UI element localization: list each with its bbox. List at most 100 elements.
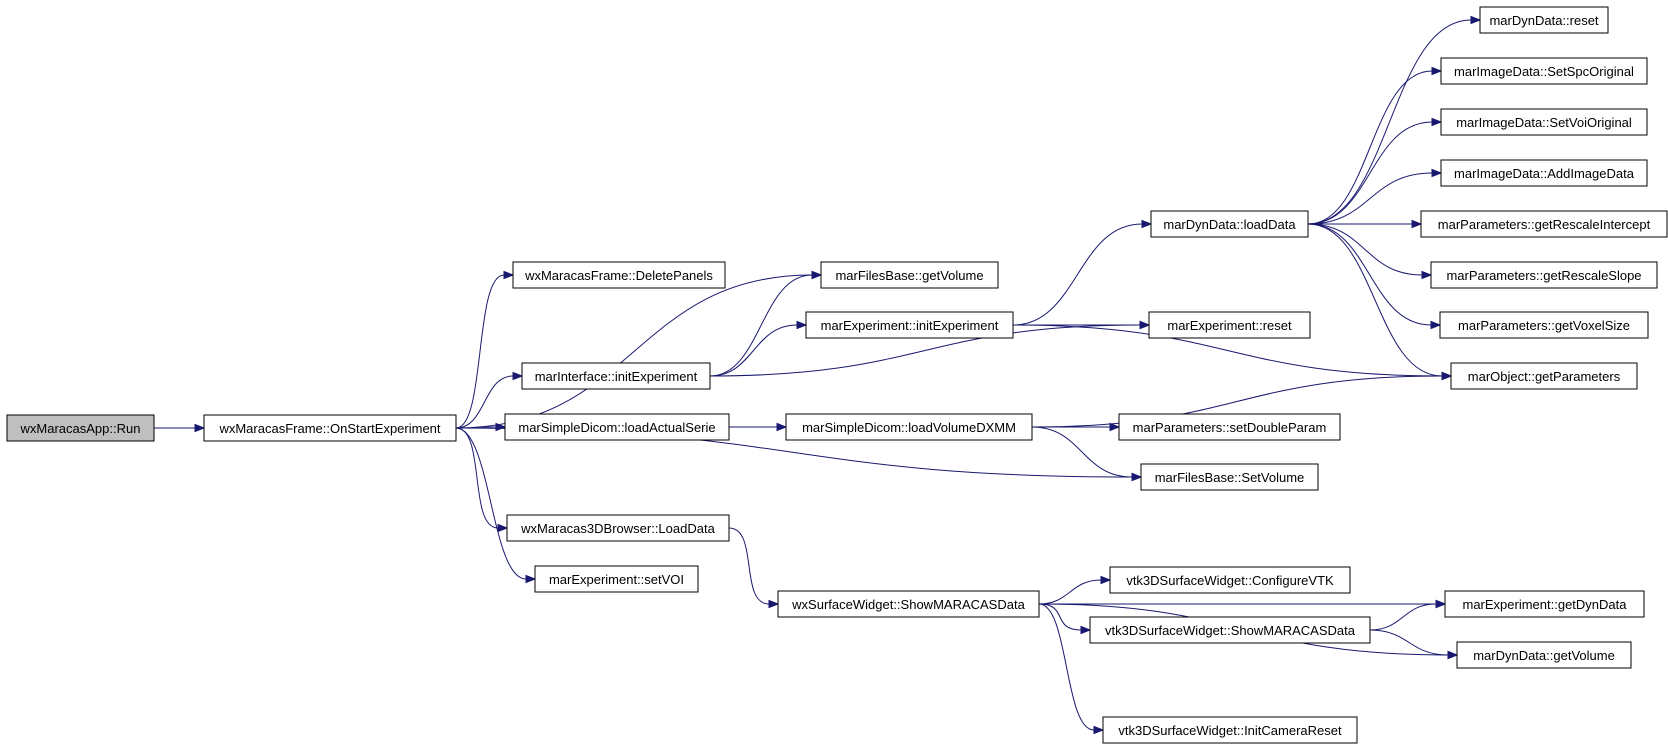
node-label: marFilesBase::SetVolume — [1155, 470, 1305, 485]
node-label: marSimpleDicom::loadActualSerie — [518, 420, 715, 435]
node-label: wxMaracasApp::Run — [20, 421, 141, 436]
edge-arrowhead — [1431, 168, 1443, 178]
edge-arrowhead — [1139, 320, 1151, 330]
node-marsimpledicom-loadactualserie[interactable]: marSimpleDicom::loadActualSerie — [504, 413, 730, 441]
node-marexperiment-getdyndata[interactable]: marExperiment::getDynData — [1444, 590, 1645, 618]
node-marimagedata-addimagedata[interactable]: marImageData::AddImageData — [1440, 159, 1648, 187]
node-label: marExperiment::setVOI — [549, 572, 684, 587]
node-marinterface-initexperiment[interactable]: marInterface::initExperiment — [521, 362, 711, 390]
edge-n11-n18 — [1307, 19, 1472, 225]
node-wxsurfacewidget-showmaracasdata[interactable]: wxSurfaceWidget::ShowMARACASData — [777, 590, 1040, 618]
edge-n9-n25 — [1031, 375, 1443, 428]
edge-n10-n17 — [1038, 603, 1095, 731]
node-marimagedata-setspcoriginal[interactable]: marImageData::SetSpcOriginal — [1440, 57, 1648, 85]
node-label: vtk3DSurfaceWidget::ShowMARACASData — [1105, 623, 1356, 638]
node-marsimpledicom-loadvolumedxmm[interactable]: marSimpleDicom::loadVolumeDXMM — [785, 413, 1033, 441]
node-label: marExperiment::getDynData — [1462, 597, 1627, 612]
edge-arrowhead — [1093, 725, 1105, 735]
edge-n3-n7 — [709, 274, 813, 377]
edge-n3-n12 — [709, 324, 1141, 377]
node-label: marImageData::SetVoiOriginal — [1456, 115, 1632, 130]
edge-arrowhead — [1431, 117, 1443, 127]
node-label: vtk3DSurfaceWidget::ConfigureVTK — [1126, 573, 1334, 588]
edge-n8-n11 — [1012, 223, 1143, 326]
edge-n16-n27 — [1369, 629, 1449, 656]
edge-arrowhead — [796, 320, 808, 330]
edge-n1-n6 — [455, 427, 527, 580]
edge-n1-n2 — [455, 274, 505, 429]
edge-arrowhead — [1141, 219, 1153, 229]
edge-n11-n24 — [1307, 223, 1432, 326]
node-marexperiment-initexperiment[interactable]: marExperiment::initExperiment — [805, 311, 1014, 339]
edge-n11-n20 — [1307, 121, 1433, 225]
edge-arrowhead — [1470, 15, 1482, 25]
edge-arrowhead — [1411, 219, 1423, 229]
nodes-layer: wxMaracasApp::Run wxMaracasFrame::OnStar… — [6, 6, 1668, 744]
edges-layer — [154, 15, 1482, 735]
edge-n16-n26 — [1369, 603, 1437, 631]
node-wxmaracasframe-deletepanels[interactable]: wxMaracasFrame::DeletePanels — [512, 261, 726, 289]
edge-arrowhead — [776, 422, 788, 432]
edge-arrowhead — [1131, 472, 1143, 482]
node-marfilesbase-getvolume[interactable]: marFilesBase::getVolume — [820, 261, 999, 289]
edge-n9-n14 — [1031, 426, 1133, 478]
node-marexperiment-setvoi[interactable]: marExperiment::setVOI — [534, 565, 699, 593]
node-label: marParameters::getRescaleSlope — [1446, 268, 1641, 283]
edge-arrowhead — [811, 270, 823, 280]
node-label: marParameters::setDoubleParam — [1133, 420, 1327, 435]
edge-arrowhead — [1100, 575, 1112, 585]
node-label: marFilesBase::getVolume — [835, 268, 983, 283]
node-label: marSimpleDicom::loadVolumeDXMM — [802, 420, 1016, 435]
node-marparameters-setdoubleparam[interactable]: marParameters::setDoubleParam — [1118, 413, 1341, 441]
node-label: marParameters::getVoxelSize — [1458, 318, 1630, 333]
node-mardyndata-loaddata[interactable]: marDynData::loadData — [1150, 210, 1309, 238]
node-label: wxMaracas3DBrowser::LoadData — [520, 521, 715, 536]
node-marparameters-getrescaleslope[interactable]: marParameters::getRescaleSlope — [1430, 261, 1658, 289]
node-marparameters-getrescaleintercept[interactable]: marParameters::getRescaleIntercept — [1420, 210, 1668, 238]
node-label: vtk3DSurfaceWidget::InitCameraReset — [1118, 723, 1342, 738]
node-wxmaracasapp-run[interactable]: wxMaracasApp::Run — [6, 414, 155, 442]
node-vtk3dsurfacewidget-showmaracasdata[interactable]: vtk3DSurfaceWidget::ShowMARACASData — [1089, 616, 1371, 644]
edge-arrowhead — [1435, 599, 1447, 609]
edge-arrowhead — [1430, 320, 1442, 330]
node-vtk3dsurfacewidget-initcamerareset[interactable]: vtk3DSurfaceWidget::InitCameraReset — [1102, 716, 1358, 744]
node-mardyndata-getvolume[interactable]: marDynData::getVolume — [1456, 641, 1632, 669]
node-label: marDynData::getVolume — [1473, 648, 1615, 663]
edge-arrowhead — [1431, 66, 1443, 76]
edge-arrowhead — [768, 599, 780, 609]
node-marimagedata-setvoioriginal[interactable]: marImageData::SetVoiOriginal — [1440, 108, 1648, 136]
edge-n1-n5 — [455, 427, 499, 529]
edge-arrowhead — [1421, 270, 1433, 280]
edge-arrowhead — [1447, 650, 1459, 660]
node-label: marObject::getParameters — [1468, 369, 1621, 384]
node-marfilesbase-setvolume[interactable]: marFilesBase::SetVolume — [1140, 463, 1319, 491]
edge-arrowhead — [503, 270, 515, 280]
edge-n11-n25 — [1307, 223, 1443, 377]
edge-n3-n8 — [709, 324, 798, 377]
node-label: marImageData::AddImageData — [1454, 166, 1635, 181]
node-mardyndata-reset[interactable]: marDynData::reset — [1479, 6, 1609, 34]
node-marparameters-getvoxelsize[interactable]: marParameters::getVoxelSize — [1439, 311, 1649, 339]
edge-arrowhead — [1080, 625, 1092, 635]
edge-n1-n7 — [455, 274, 813, 429]
node-label: marParameters::getRescaleIntercept — [1438, 217, 1651, 232]
node-wxmaracasframe-onstartexperiment[interactable]: wxMaracasFrame::OnStartExperiment — [203, 414, 457, 442]
edge-n11-n19 — [1307, 70, 1433, 225]
node-label: marImageData::SetSpcOriginal — [1454, 64, 1634, 79]
edge-n8-n25 — [1012, 324, 1443, 377]
node-marexperiment-reset[interactable]: marExperiment::reset — [1148, 311, 1311, 339]
edge-n10-n15 — [1038, 579, 1102, 605]
node-label: wxMaracasFrame::OnStartExperiment — [218, 421, 440, 436]
node-label: marDynData::reset — [1489, 13, 1598, 28]
node-marobject-getparameters[interactable]: marObject::getParameters — [1450, 362, 1638, 390]
edge-n5-n10 — [728, 527, 770, 605]
edge-arrowhead — [1441, 371, 1453, 381]
edge-arrowhead — [512, 371, 524, 381]
node-vtk3dsurfacewidget-configurevtk[interactable]: vtk3DSurfaceWidget::ConfigureVTK — [1109, 566, 1351, 594]
node-label: marExperiment::reset — [1167, 318, 1292, 333]
node-wxmaracas3dbrowser-loaddata[interactable]: wxMaracas3DBrowser::LoadData — [506, 514, 730, 542]
edge-n1-n3 — [455, 375, 514, 429]
edge-n10-n16 — [1038, 603, 1082, 631]
edge-arrowhead — [525, 574, 537, 584]
